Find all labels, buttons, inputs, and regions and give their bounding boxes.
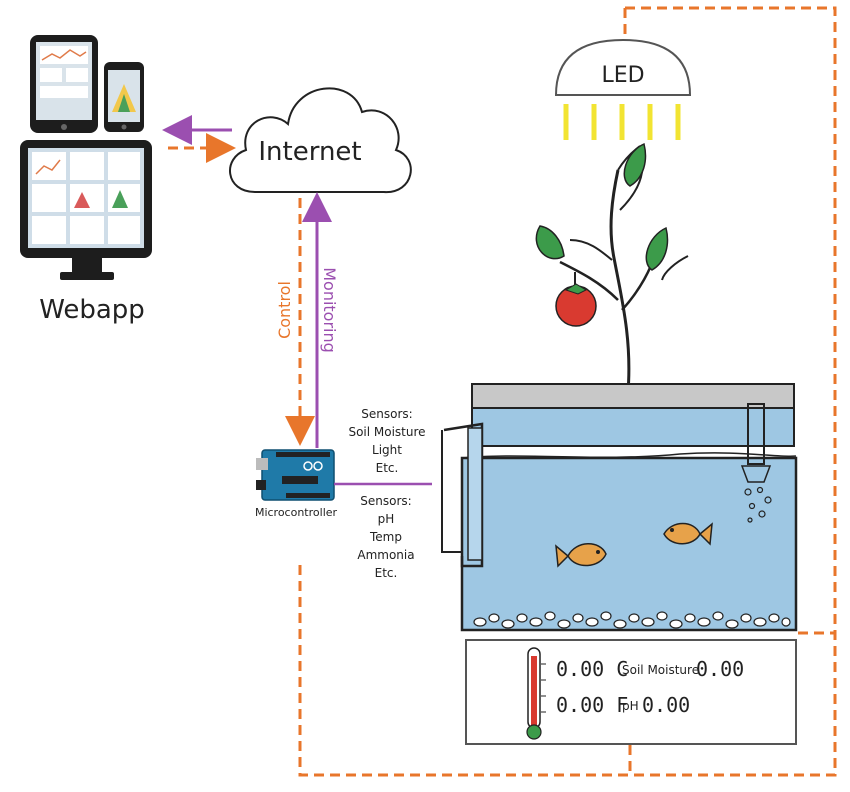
- internet-cloud: Internet: [229, 87, 412, 194]
- sensors-top-title: Sensors:: [361, 407, 412, 421]
- control-loop-lines: [298, 6, 837, 777]
- microcontroller-label: Microcontroller: [255, 506, 338, 519]
- leaf: [535, 225, 565, 260]
- sensors-top-item: Etc.: [376, 461, 399, 475]
- webapp-devices: Webapp: [20, 35, 152, 325]
- tomato-plant: [535, 142, 689, 433]
- led-light-rays: [563, 104, 681, 140]
- gravel-bed: [473, 611, 791, 629]
- led-label: LED: [601, 63, 644, 88]
- sensors-bottom-title: Sensors:: [360, 494, 411, 508]
- sensors-bottom-item: pH: [378, 512, 395, 526]
- phone-device: [104, 62, 144, 132]
- water-bubbles: [744, 486, 772, 523]
- ph-label: pH: [622, 699, 639, 713]
- leaf: [623, 142, 647, 187]
- soil-moisture-label: Soil Moisture: [622, 663, 699, 677]
- led-lamp: LED: [554, 38, 692, 140]
- sensors-top-block: Sensors: Soil Moisture Light Etc.: [348, 407, 425, 475]
- aquarium-tank: [441, 383, 798, 632]
- ph-value: 0.00: [642, 693, 690, 717]
- tablet-device: [30, 35, 98, 133]
- thermometer-icon: [526, 647, 546, 740]
- fish-tank-water: [460, 456, 798, 632]
- grow-bed-lid: [471, 383, 795, 409]
- soil-moisture-value: 0.00: [696, 657, 744, 681]
- microcontroller-board: [256, 449, 335, 501]
- sensors-top-item: Soil Moisture: [348, 425, 425, 439]
- sensor-display-panel: 0.00 C 0.00 F Soil Moisture 0.00 pH 0.00: [465, 639, 797, 745]
- webapp-label: Webapp: [39, 295, 145, 325]
- temp-fahrenheit-value: 0.00 F: [556, 693, 628, 717]
- control-label: Control: [275, 281, 294, 339]
- internet-label: Internet: [258, 137, 361, 167]
- fish: [555, 543, 607, 568]
- temp-celsius-value: 0.00 C: [556, 657, 628, 681]
- fish: [663, 522, 713, 546]
- grow-bed: [471, 407, 795, 447]
- monitor-device: [20, 140, 152, 280]
- sensors-bottom-item: Etc.: [375, 566, 398, 580]
- leaf: [645, 226, 669, 271]
- sensors-bottom-item: Temp: [369, 530, 402, 544]
- sensors-top-item: Light: [372, 443, 402, 457]
- monitoring-label: Monitoring: [320, 267, 339, 353]
- sensors-bottom-block: Sensors: pH Temp Ammonia Etc.: [357, 494, 414, 580]
- sensors-bottom-item: Ammonia: [357, 548, 414, 562]
